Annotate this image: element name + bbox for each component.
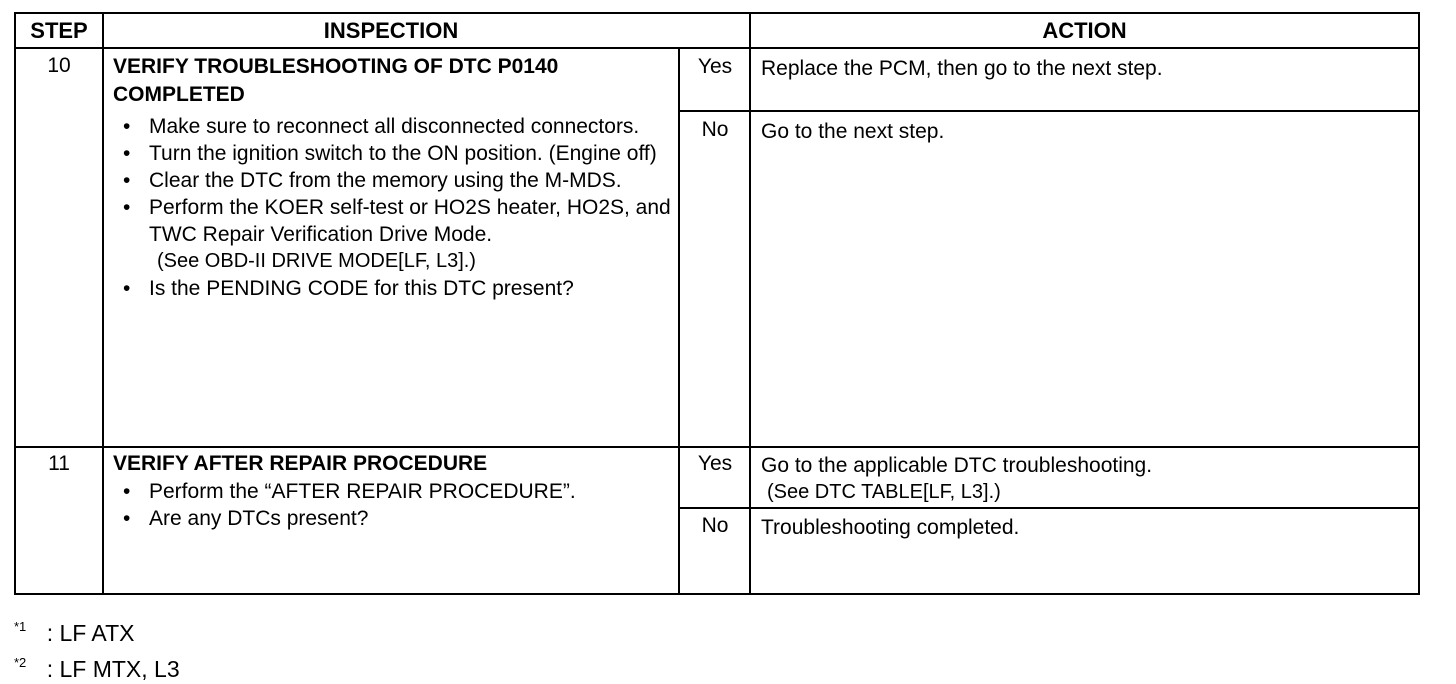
step10-yes-divider <box>678 110 1418 112</box>
step11-inspection: VERIFY AFTER REPAIR PROCEDURE Perform th… <box>113 450 673 532</box>
troubleshooting-table: STEP INSPECTION ACTION 10 VERIFY TROUBLE… <box>14 12 1420 595</box>
step-number: 10 <box>47 54 71 77</box>
no-action: Troubleshooting completed. <box>761 516 1020 539</box>
list-item: Clear the DTC from the memory using the … <box>113 167 673 194</box>
step-divider <box>16 446 1418 448</box>
footnote-text: : LF MTX, L3 <box>46 656 180 682</box>
list-item: Perform the “AFTER REPAIR PROCEDURE”. <box>113 478 673 505</box>
col-divider-action <box>749 14 751 593</box>
footnotes: *1 : LF ATX *2 : LF MTX, L3 <box>14 612 180 684</box>
header-inspection: INSPECTION <box>323 17 459 43</box>
yes-label: Yes <box>697 452 733 475</box>
reference-link[interactable]: (See DTC TABLE[LF, L3].) <box>767 481 1001 503</box>
no-label: No <box>701 118 729 141</box>
list-item: Is the PENDING CODE for this DTC present… <box>113 275 673 302</box>
step-title: VERIFY TROUBLESHOOTING OF DTC P0140 <box>113 55 559 78</box>
footnote-mark: *1 <box>14 619 27 634</box>
yes-action-text: Go to the applicable DTC troubleshooting… <box>761 454 1153 477</box>
no-label: No <box>701 514 729 537</box>
list-item: Perform the KOER self-test or HO2S heate… <box>113 194 673 248</box>
col-divider-yesno <box>678 47 680 593</box>
yes-label: Yes <box>697 55 733 78</box>
list-item: Turn the ignition switch to the ON posit… <box>113 140 673 167</box>
step-title-continued: COMPLETED <box>113 83 245 106</box>
footnote-mark: *2 <box>14 655 27 670</box>
header-step: STEP <box>30 17 88 43</box>
list-item: Are any DTCs present? <box>113 505 673 532</box>
footnote: *1 : LF ATX <box>14 612 180 648</box>
no-action: Go to the next step. <box>761 120 945 143</box>
inspection-question: Is the PENDING CODE for this DTC present… <box>113 275 673 302</box>
footnote-text: : LF ATX <box>46 620 135 646</box>
yes-action: Go to the applicable DTC troubleshooting… <box>761 452 1152 506</box>
footnote: *2 : LF MTX, L3 <box>14 648 180 684</box>
list-item: Make sure to reconnect all disconnected … <box>113 113 673 140</box>
inspection-list: Make sure to reconnect all disconnected … <box>113 113 673 248</box>
step11-yes-divider <box>678 507 1418 509</box>
step-number: 11 <box>48 452 70 475</box>
col-divider-step <box>102 14 104 593</box>
reference-link[interactable]: (See OBD-II DRIVE MODE[LF, L3].) <box>157 250 476 272</box>
header-action: ACTION <box>1042 17 1127 43</box>
inspection-list: Perform the “AFTER REPAIR PROCEDURE”. Ar… <box>113 478 673 532</box>
yes-action: Replace the PCM, then go to the next ste… <box>761 57 1163 80</box>
header-divider <box>16 47 1418 49</box>
step-title: VERIFY AFTER REPAIR PROCEDURE <box>113 452 488 475</box>
step10-inspection: VERIFY TROUBLESHOOTING OF DTC P0140 COMP… <box>113 53 673 302</box>
